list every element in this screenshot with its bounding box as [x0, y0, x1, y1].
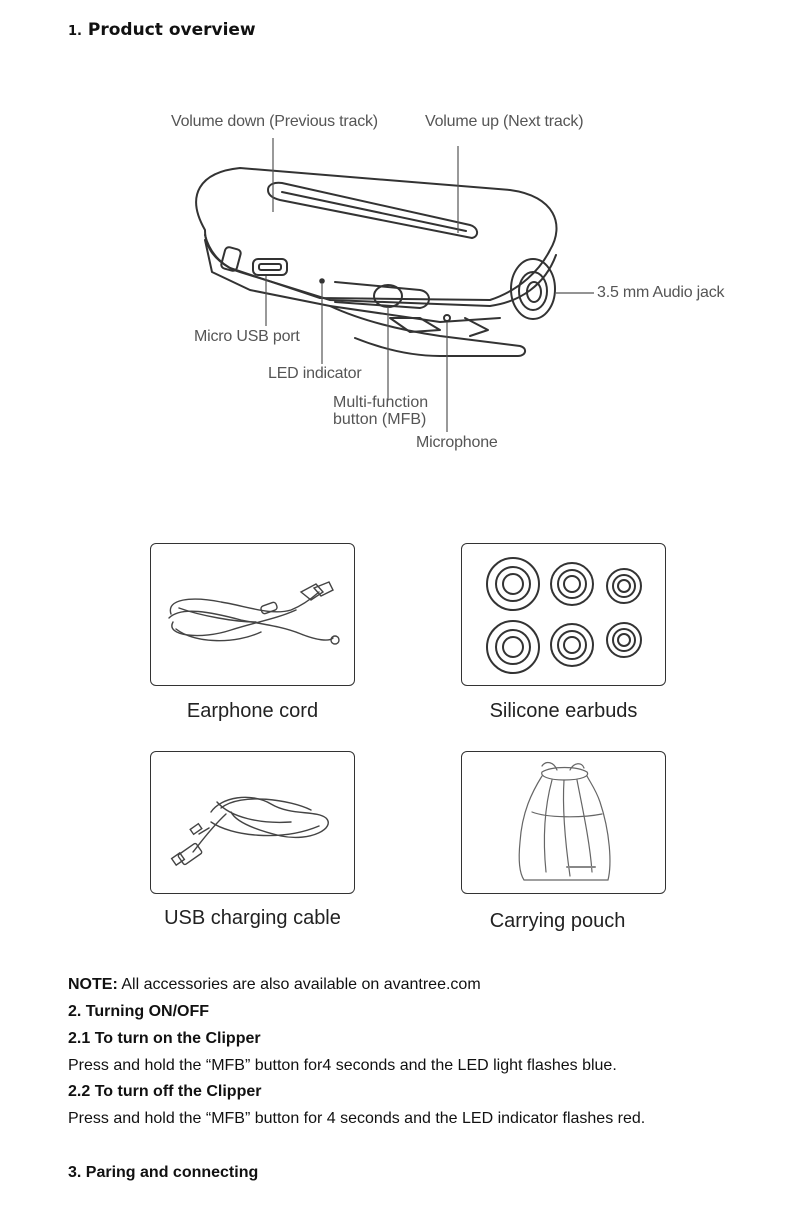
section-1-heading: 1. Product overview	[68, 20, 256, 40]
accessory-box-silicone-earbuds	[461, 543, 666, 686]
accessory-box-usb-cable	[150, 751, 355, 894]
section-2-heading: 2. Turning ON/OFF	[68, 1003, 210, 1020]
silicone-earbuds-icon	[486, 557, 642, 674]
carrying-pouch-icon	[518, 761, 611, 881]
callout-mfb-line2: button (MFB)	[333, 411, 427, 428]
clipper-device-illustration	[195, 138, 594, 432]
section-2-2-heading: 2.2 To turn off the Clipper	[68, 1083, 262, 1100]
note-label: NOTE:	[68, 976, 118, 993]
section-3-heading: 3. Paring and connecting	[68, 1164, 259, 1181]
caption-usb-charging-cable: USB charging cable	[164, 907, 341, 929]
callout-volume-down: Volume down (Previous track)	[171, 113, 378, 130]
section-2-2-text: Press and hold the “MFB” button for 4 se…	[68, 1110, 646, 1127]
usb-cable-icon	[170, 796, 329, 867]
caption-carrying-pouch: Carrying pouch	[489, 910, 626, 932]
note-line: NOTE: All accessories are also available…	[68, 976, 481, 994]
earphone-cord-icon	[168, 581, 340, 645]
callout-mfb-line1: Multi-function	[333, 394, 429, 411]
section-1-title: Product overview	[87, 20, 256, 40]
accessory-box-earphone-cord	[150, 543, 355, 686]
callout-audio-jack: 3.5 mm Audio jack	[597, 284, 725, 301]
note-text: All accessories are also available on av…	[117, 976, 481, 993]
caption-silicone-earbuds: Silicone earbuds	[489, 700, 638, 722]
caption-earphone-cord: Earphone cord	[186, 700, 319, 722]
callout-micro-usb: Micro USB port	[194, 328, 300, 345]
callout-mfb: Multi-function button (MFB)	[333, 394, 428, 428]
section-1-number: 1.	[68, 24, 82, 39]
callout-volume-up: Volume up (Next track)	[425, 113, 584, 130]
accessory-box-carrying-pouch	[461, 751, 666, 894]
section-2-1-heading: 2.1 To turn on the Clipper	[68, 1030, 261, 1047]
callout-led-indicator: LED indicator	[268, 365, 362, 382]
callout-microphone: Microphone	[416, 434, 498, 451]
section-2-1-text: Press and hold the “MFB” button for4 sec…	[68, 1057, 617, 1074]
